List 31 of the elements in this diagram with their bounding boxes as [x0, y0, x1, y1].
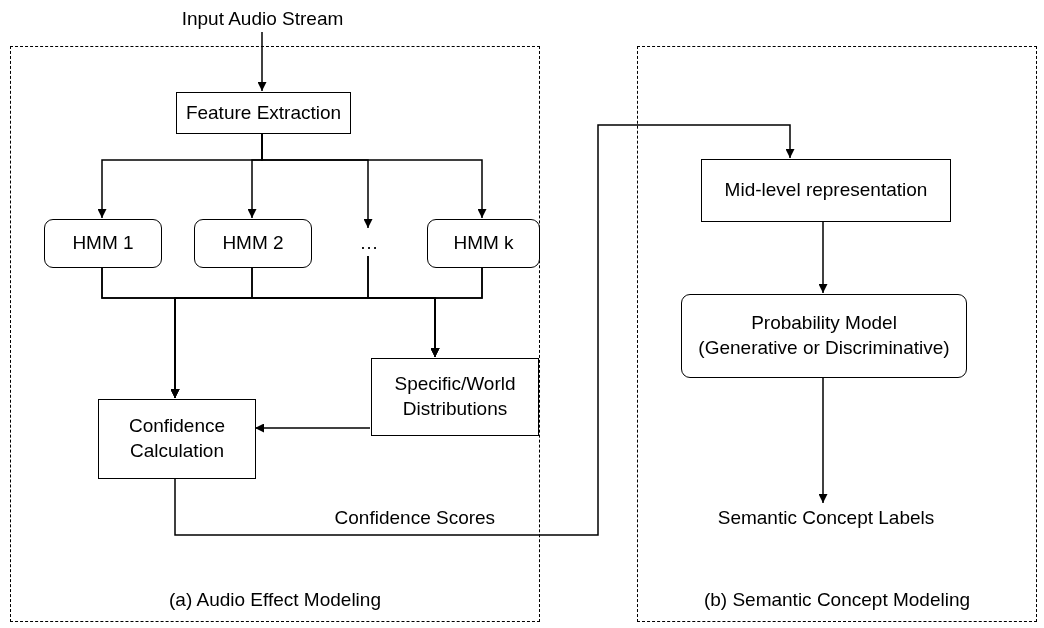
ellipsis-label: … — [351, 229, 387, 257]
arrow — [818, 220, 828, 294]
dashed-panel — [10, 46, 540, 622]
node-label: (Generative or Discriminative) — [698, 336, 950, 360]
node-label: Specific/World Distributions — [393, 372, 517, 421]
process-box — [371, 358, 539, 436]
node-label: Mid-level representation — [724, 178, 928, 203]
node-label: HMM 1 — [72, 231, 134, 256]
process-box — [44, 219, 162, 268]
arrow — [261, 132, 487, 219]
node-label: HMM 2 — [222, 231, 284, 256]
process-box — [701, 159, 951, 222]
node-label: HMM k — [453, 231, 514, 256]
node-label: Feature Extraction — [185, 100, 342, 125]
node-label: Confidence Calculation — [127, 414, 227, 463]
process-box — [194, 219, 312, 268]
input-label: Input Audio Stream — [180, 6, 345, 32]
output-label: Semantic Concept Labels — [716, 504, 936, 532]
dashed-panel — [637, 46, 1037, 622]
arrow — [174, 124, 795, 536]
node-label: Probability Model — [751, 311, 897, 336]
process-box — [427, 219, 540, 268]
arrow — [254, 423, 371, 433]
arrow — [818, 376, 828, 504]
process-box — [176, 92, 351, 134]
process-box — [681, 294, 967, 378]
arrow — [257, 31, 267, 92]
panel-caption: (a) Audio Effect Modeling — [169, 588, 381, 613]
process-box — [98, 399, 256, 479]
panel-caption: (b) Semantic Concept Modeling — [703, 588, 971, 613]
arrow — [430, 266, 483, 358]
